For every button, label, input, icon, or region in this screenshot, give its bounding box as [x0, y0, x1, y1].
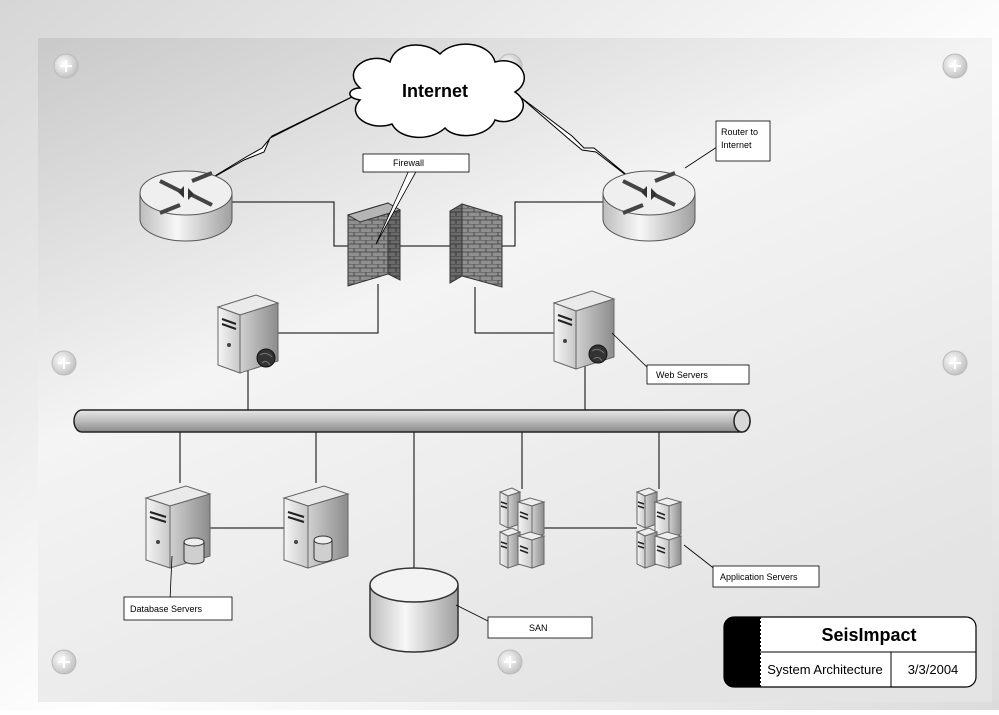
database-server-right-icon	[282, 485, 350, 569]
router-right-icon	[602, 170, 696, 242]
database-servers-callout-label: Database Servers	[130, 604, 203, 614]
internet-cloud: Internet	[349, 43, 525, 139]
company-name: SeisImpact	[821, 625, 916, 645]
firewall-left-icon	[346, 202, 402, 287]
backplate	[38, 38, 992, 702]
callout-firewall: Firewall	[362, 153, 470, 173]
web-servers-callout-label: Web Servers	[656, 370, 708, 380]
title-block: SeisImpact System Architecture 3/3/2004	[723, 616, 977, 688]
firewall-callout-label: Firewall	[393, 158, 424, 168]
document-title: System Architecture	[767, 662, 883, 677]
san-callout-label: SAN	[529, 623, 548, 633]
san-storage-icon	[369, 567, 459, 653]
callout-application-servers: Application Servers	[712, 565, 820, 588]
internet-label: Internet	[402, 81, 468, 101]
document-date: 3/3/2004	[908, 662, 959, 677]
database-server-left-icon	[144, 485, 212, 569]
callout-router: Router to Internet	[715, 120, 771, 162]
application-server-right-icon	[635, 487, 683, 569]
web-server-left-icon	[216, 294, 280, 374]
router-left-icon	[139, 170, 233, 242]
application-servers-callout-label: Application Servers	[720, 572, 798, 582]
application-server-left-icon	[498, 487, 546, 569]
connector-lines	[179, 201, 660, 572]
router-callout-line-1: Router to	[721, 127, 758, 137]
callout-san: SAN	[487, 616, 593, 639]
firewall-right-icon	[449, 203, 503, 288]
router-callout-line-2: Internet	[721, 140, 752, 150]
callout-database-servers: Database Servers	[123, 596, 233, 621]
web-server-right-icon	[552, 290, 616, 370]
callout-web-servers: Web Servers	[646, 364, 750, 385]
network-backbone	[73, 409, 751, 433]
